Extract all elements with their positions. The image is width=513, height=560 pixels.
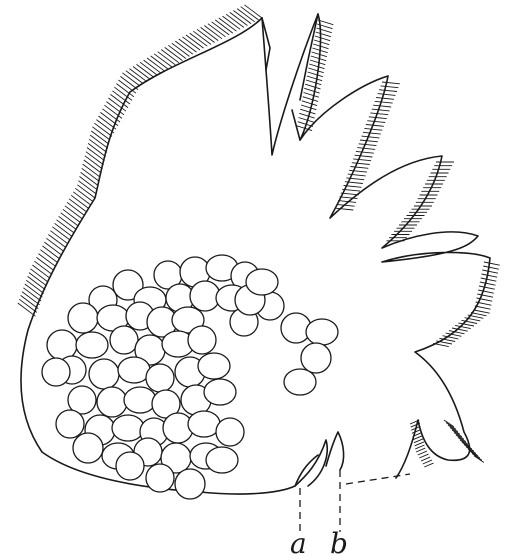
lobed-right-outline	[262, 14, 490, 478]
egg-cell	[116, 452, 144, 480]
egg-cell	[68, 303, 98, 333]
egg-cell	[175, 469, 205, 499]
egg-cell	[188, 411, 220, 437]
label-leaders	[300, 470, 410, 532]
egg-cell	[284, 369, 316, 395]
basal-openings	[295, 432, 344, 486]
egg-cell	[246, 269, 278, 295]
label-b: b	[330, 530, 348, 558]
egg-cluster	[42, 255, 338, 499]
egg-cell	[216, 418, 244, 446]
egg-cell	[146, 464, 174, 492]
egg-cell	[112, 415, 144, 441]
label-a: a	[290, 530, 307, 558]
egg-cell	[56, 410, 84, 438]
egg-cell	[190, 281, 220, 311]
egg-cell	[76, 332, 108, 358]
egg-cell	[206, 447, 238, 473]
egg-cell	[124, 387, 156, 413]
egg-cell	[188, 326, 216, 354]
egg-cell	[73, 433, 103, 463]
egg-cell	[301, 343, 331, 373]
egg-cell	[97, 387, 127, 417]
egg-cell	[42, 358, 70, 386]
egg-cell	[110, 326, 138, 354]
egg-cell	[306, 319, 338, 345]
egg-cell	[89, 359, 119, 389]
egg-cell	[198, 353, 230, 379]
egg-cell	[204, 379, 236, 405]
egg-cell	[146, 364, 174, 392]
egg-cell	[118, 357, 150, 383]
leader-b-extension	[346, 474, 410, 484]
